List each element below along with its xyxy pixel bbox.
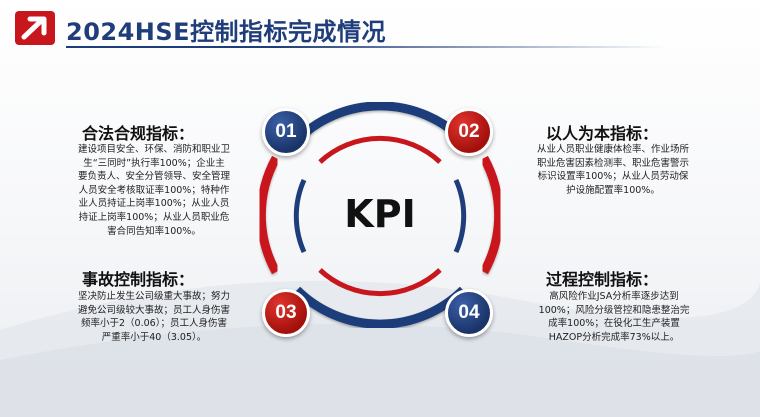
block-text-process: 高风险作业JSA分析率逐步达到 100%；风险分级管控和隐患整治完 成率100%… (516, 290, 712, 344)
kpi-center-label: KPI (344, 192, 416, 236)
text-line: 严重率小于40（3.05）。 (101, 331, 207, 343)
badge-02: 02 (445, 108, 493, 156)
block-text-people: 从业人员职业健康体检率、作业场所 职业危害因素检测率、职业危害警示 标识设置率1… (510, 143, 716, 197)
text-line: 持证上岗率100%；从业人员职业危 (78, 211, 230, 223)
outer-arc-left (256, 155, 280, 275)
text-line: 避免公司级较大事故；员工人身伤害 (77, 304, 230, 316)
block-text-compliance: 建设项目安全、环保、消防和职业卫 生“三同时”执行率100%；企业主 要负责人、… (50, 143, 258, 238)
block-text-accident: 坚决防止发生公司级重大事故；努力 避免公司级较大事故；员工人身伤害 频率小于2（… (48, 290, 260, 344)
text-line: 人员安全考核取证率100%；特种作 (78, 184, 230, 196)
text-line: 业人员持证上岗率100%；从业人员 (78, 198, 230, 210)
block-title-accident: 事故控制指标： (82, 270, 195, 289)
text-line: 成率100%；在役化工生产装置 (548, 318, 680, 330)
text-line: 生“三同时”执行率100%；企业主 (83, 157, 225, 169)
text-line: 建设项目安全、环保、消防和职业卫 (77, 144, 230, 155)
text-line: 100%；风险分级管控和隐患整治完 (538, 304, 690, 316)
text-line: 害合同告知率100%。 (107, 225, 201, 237)
text-line: 护设施配置率100%。 (566, 184, 660, 196)
title-divider (66, 46, 666, 48)
outer-arc-bottom (293, 286, 467, 329)
block-title-compliance: 合法合规指标： (82, 124, 195, 143)
text-line: 从业人员职业健康体检率、作业场所 (536, 144, 689, 155)
inner-arc-top (318, 135, 442, 164)
block-title-people: 以人为本指标： (546, 124, 659, 143)
badge-01: 01 (262, 108, 310, 156)
inner-arc-right (453, 178, 467, 254)
badge-03: 03 (262, 289, 310, 337)
text-line: 坚决防止发生公司级重大事故；努力 (77, 291, 230, 302)
text-line: HAZOP分析完成率73%以上。 (548, 331, 680, 343)
outer-arc-right (480, 155, 504, 275)
text-line: 要负责人、安全分管领导、安全管理 (77, 171, 230, 183)
outer-arc-top (293, 101, 467, 144)
page-title: 2024HSE控制指标完成情况 (66, 18, 387, 46)
text-line: 标识设置率100%；从业人员劳动保 (537, 171, 689, 183)
arrow-up-right-logo-icon (15, 11, 55, 45)
text-line: 职业危害因素检测率、职业危害警示 (536, 157, 689, 169)
block-title-process: 过程控制指标： (546, 270, 659, 289)
inner-arc-bottom (318, 268, 442, 297)
text-line: 频率小于2（0.06）；员工人身伤害 (81, 318, 227, 330)
inner-arc-left (293, 178, 307, 254)
text-line: 高风险作业JSA分析率逐步达到 (549, 291, 679, 302)
badge-04: 04 (445, 289, 493, 337)
